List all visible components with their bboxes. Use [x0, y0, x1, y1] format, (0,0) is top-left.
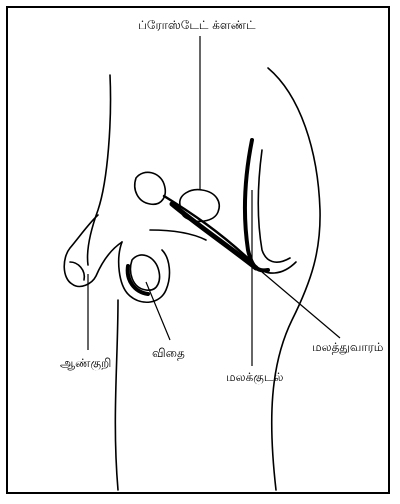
bladder	[135, 172, 165, 204]
rectum-wall-inner	[258, 150, 290, 262]
label-rectum: மலக்குடல்	[226, 370, 283, 384]
penis-glans	[70, 262, 84, 280]
rectum-wall-outer	[245, 140, 268, 270]
back-outline	[268, 68, 320, 490]
label-rectum-opening: மலத்துவாரம்	[312, 340, 383, 354]
label-penis: ஆண்குறி	[60, 356, 111, 370]
leader-rectum-opening	[262, 272, 340, 338]
perineum-curve	[150, 230, 206, 240]
label-testis: விதை	[152, 346, 185, 360]
label-prostate: ப்ரோஸ்டேட் க்ளண்ட்	[138, 18, 256, 32]
front-leg-outline	[115, 300, 118, 490]
testis-outline	[131, 255, 160, 290]
front-outline	[87, 75, 110, 265]
